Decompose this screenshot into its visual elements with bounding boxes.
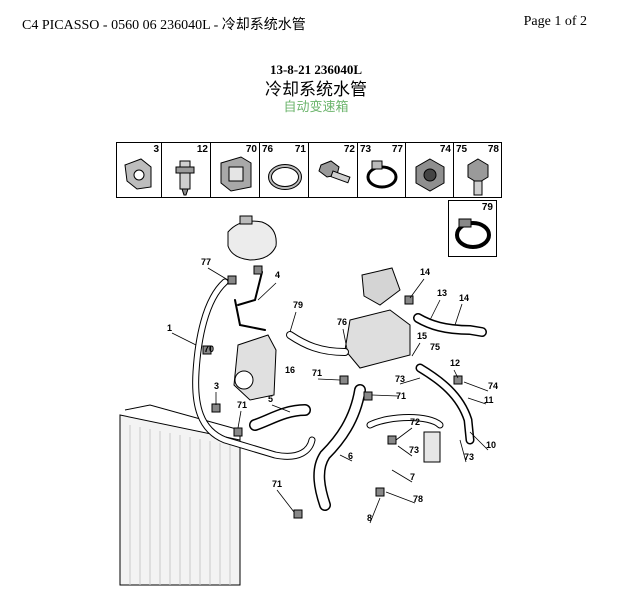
callout-10: 10 bbox=[486, 440, 496, 450]
diagram-subtitle: 自动变速箱 bbox=[283, 100, 349, 115]
part-cell-3[interactable]: 3 bbox=[116, 142, 162, 198]
callout-5: 5 bbox=[268, 394, 273, 404]
callout-1: 1 bbox=[167, 323, 172, 333]
callout-77: 77 bbox=[201, 257, 211, 267]
bracket-part-icon bbox=[124, 158, 152, 190]
part-cell-12[interactable]: 12 bbox=[161, 142, 211, 198]
oil-cooler bbox=[423, 431, 441, 463]
callout-74: 74 bbox=[488, 381, 498, 391]
expansion-tank bbox=[227, 215, 277, 261]
hex-bolt-icon bbox=[467, 158, 489, 196]
callout-78: 78 bbox=[413, 494, 423, 504]
part-number: 72 bbox=[343, 144, 355, 155]
part-number: 75 bbox=[456, 144, 468, 155]
part-number: 74 bbox=[439, 144, 451, 155]
callout-76: 76 bbox=[337, 317, 347, 327]
nut-part-icon bbox=[415, 158, 445, 192]
hose-clamp-icon bbox=[268, 164, 302, 190]
page-header-title: C4 PICASSO - 0560 06 236040L - 冷却系统水管 bbox=[22, 18, 306, 33]
callout-16: 16 bbox=[285, 365, 295, 375]
callout-73: 73 bbox=[409, 445, 419, 455]
part-cell-76-71[interactable]: 76 71 bbox=[259, 142, 309, 198]
part-number: 79 bbox=[481, 202, 493, 213]
diagram-code: 13-8-21 236040L bbox=[269, 62, 363, 77]
callout-73: 73 bbox=[395, 374, 405, 384]
callout-14: 14 bbox=[459, 293, 469, 303]
part-number: 71 bbox=[294, 144, 306, 155]
part-cell-72[interactable]: 72 bbox=[308, 142, 358, 198]
callout-8: 8 bbox=[367, 513, 372, 523]
callout-14: 14 bbox=[420, 267, 430, 277]
part-cell-74[interactable]: 74 bbox=[405, 142, 454, 198]
callout-70: 70 bbox=[204, 344, 214, 354]
page-number: Page 1 of 2 bbox=[523, 14, 587, 29]
part-number: 77 bbox=[391, 144, 403, 155]
part-cell-70[interactable]: 70 bbox=[210, 142, 260, 198]
callout-12: 12 bbox=[450, 358, 460, 368]
diagram-title: 冷却系统水管 bbox=[265, 80, 367, 100]
callout-3: 3 bbox=[214, 381, 219, 391]
radiator bbox=[119, 404, 241, 586]
callout-79: 79 bbox=[293, 300, 303, 310]
part-number: 70 bbox=[245, 144, 257, 155]
part-number: 78 bbox=[487, 144, 499, 155]
callout-11: 11 bbox=[484, 395, 494, 405]
part-cell-73-77[interactable]: 73 77 bbox=[357, 142, 406, 198]
callout-71: 71 bbox=[237, 400, 247, 410]
callout-71: 71 bbox=[312, 368, 322, 378]
part-number: 76 bbox=[262, 144, 274, 155]
hose-connector-icon bbox=[175, 160, 195, 196]
callout-15: 15 bbox=[417, 331, 427, 341]
spring-clamp-icon bbox=[366, 160, 398, 189]
callout-13: 13 bbox=[437, 288, 447, 298]
part-cell-75-78[interactable]: 75 78 bbox=[453, 142, 502, 198]
leader-lines bbox=[171, 267, 489, 524]
part-cell-79[interactable]: 79 bbox=[448, 200, 497, 257]
part-number: 73 bbox=[360, 144, 372, 155]
engine-housing bbox=[233, 267, 411, 401]
part-number: 12 bbox=[196, 144, 208, 155]
callout-72: 72 bbox=[410, 417, 420, 427]
callout-73: 73 bbox=[464, 452, 474, 462]
band-clamp-icon bbox=[455, 218, 491, 249]
callout-71: 71 bbox=[396, 391, 406, 401]
bolt-part-icon bbox=[318, 160, 351, 184]
clip-part-icon bbox=[220, 156, 252, 192]
callout-4: 4 bbox=[275, 270, 280, 280]
callout-6: 6 bbox=[348, 451, 353, 461]
coolant-hoses bbox=[192, 271, 487, 511]
callout-7: 7 bbox=[410, 472, 415, 482]
part-number: 3 bbox=[153, 144, 159, 155]
hose-clamps bbox=[202, 265, 463, 519]
callout-75: 75 bbox=[430, 342, 440, 352]
callout-71: 71 bbox=[272, 479, 282, 489]
